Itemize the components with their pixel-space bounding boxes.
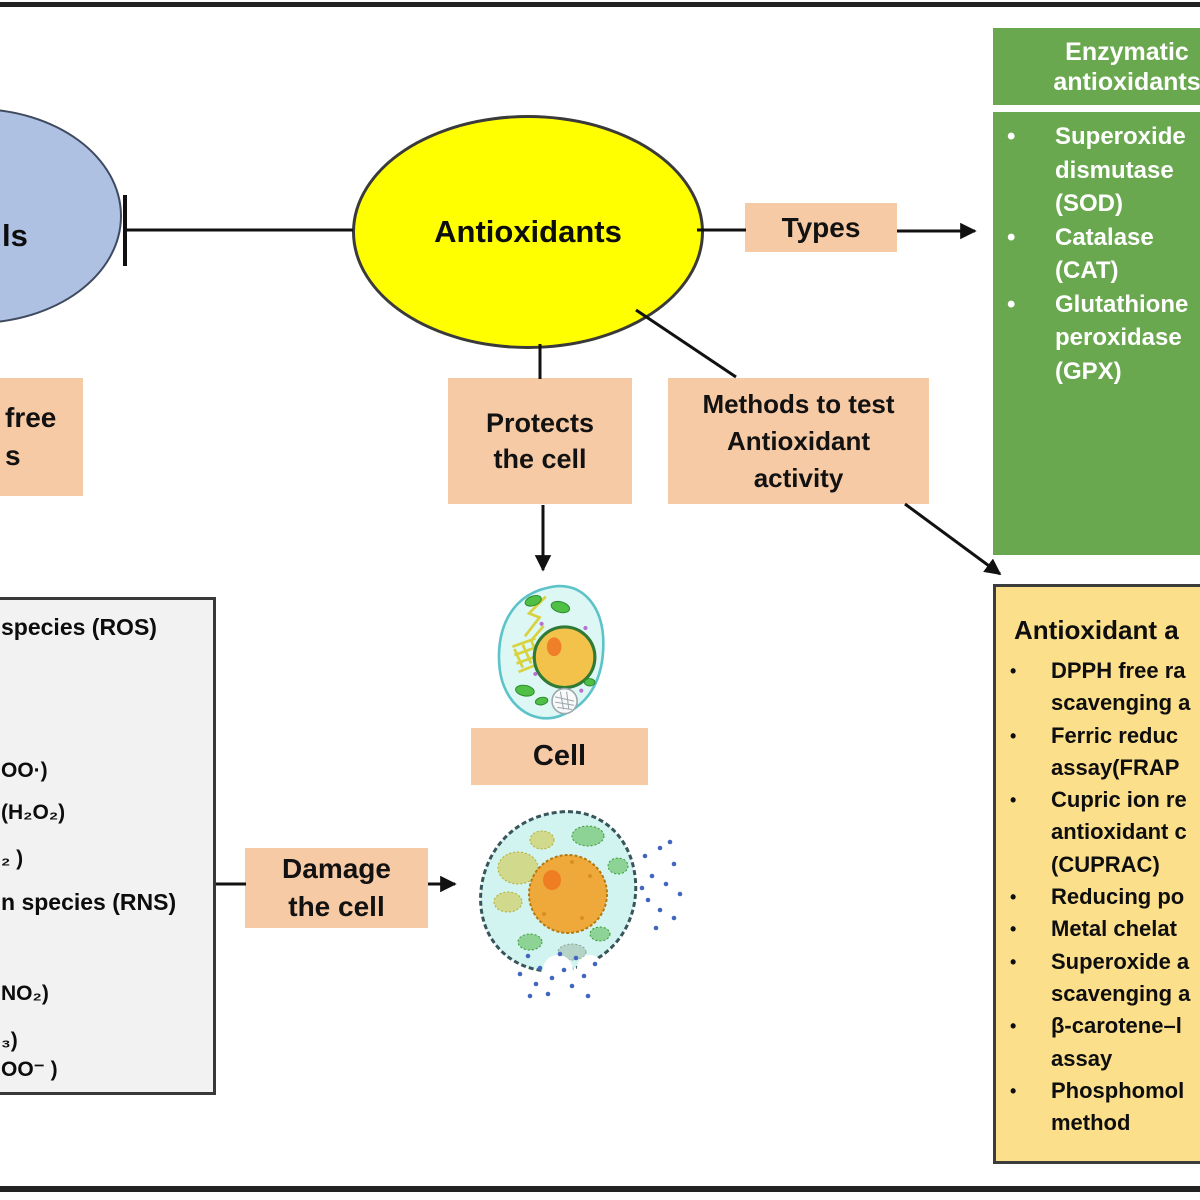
reactive-species-box <box>0 597 216 1095</box>
assay-item: antioxidant c <box>1051 819 1187 845</box>
damaged-nucleus <box>528 854 608 934</box>
cell-label: Cell <box>532 740 587 772</box>
assay-item: DPPH free ra <box>996 655 1200 688</box>
protects-line: Protects <box>485 408 595 438</box>
assay-item: β-carotene–l <box>996 1010 1200 1043</box>
damaged-organelles-yellow <box>493 830 555 913</box>
types-label: Types <box>781 211 861 243</box>
assays-title: Antioxidant a <box>1014 615 1179 645</box>
ros-item-fragment: ₂ ) <box>1 847 24 870</box>
assay-item: scavenging a <box>1051 690 1191 716</box>
enzymatic-item: (CAT) <box>1055 257 1119 284</box>
assays-list: DPPH free ra scavenging a Ferric reduc a… <box>996 655 1200 1139</box>
damaged-cell-illustration <box>479 810 683 999</box>
free-box-line: s <box>5 440 21 471</box>
enzymatic-item: (GPX) <box>1055 357 1122 385</box>
rns-header-fragment: n species (RNS) <box>1 889 177 915</box>
nucleolus <box>546 637 562 657</box>
rns-item-fragment: OO⁻ ) <box>1 1058 58 1081</box>
nucleus-speckles <box>542 860 592 920</box>
mitochondria <box>515 595 596 706</box>
golgi-hatch <box>555 691 575 710</box>
enzymatic-item: peroxidase <box>1055 324 1182 351</box>
types-box: Types <box>745 203 897 252</box>
antioxidants-label: Antioxidants <box>434 214 622 249</box>
antioxidants-ellipse: Antioxidants <box>352 115 704 349</box>
enzymatic-antioxidants-list: Superoxide dismutase (SOD) Catalase (CAT… <box>993 112 1200 555</box>
assay-item: Reducing po <box>996 881 1200 914</box>
enzymatic-antioxidants-header: Enzymatic antioxidants <box>993 28 1200 105</box>
assay-item: assay <box>1051 1045 1113 1071</box>
free-box-line: free <box>5 402 57 433</box>
antioxidant-assays-box: Antioxidant a DPPH free ra scavenging a … <box>993 584 1200 1164</box>
assay-item: Ferric reduc <box>996 720 1200 753</box>
enzymatic-item: Superoxide <box>993 120 1200 154</box>
rns-item-fragment: NO₂) <box>1 982 49 1005</box>
leaking-particles <box>517 839 683 999</box>
assay-item: Superoxide a <box>996 946 1200 979</box>
methods-to-test-box: Methods to test Antioxidant activity <box>668 378 929 504</box>
free-radicals-ellipse <box>0 108 122 324</box>
figure-top-border <box>0 2 1200 7</box>
rns-item-fragment: ₃) <box>1 1029 18 1052</box>
free-radicals-ellipse-label: ls <box>2 218 28 253</box>
free-radicals-types-box <box>0 378 83 496</box>
enzymatic-item: Glutathione <box>993 288 1200 322</box>
methods-line: activity <box>753 462 844 493</box>
cell-label-box: Cell <box>471 728 648 785</box>
protects-line: the cell <box>493 444 587 474</box>
enzymatic-header-label: Enzymatic antioxidants <box>1053 37 1200 96</box>
damage-line: Damage <box>282 853 391 884</box>
damage-cell-box: Damage the cell <box>245 848 428 928</box>
vesicles <box>533 621 588 693</box>
damaged-nucleolus <box>543 870 561 890</box>
ellipse-to-methods-line <box>635 308 737 379</box>
assay-item: (CUPRAC) <box>1051 851 1160 877</box>
assay-item: Metal chelat <box>996 913 1200 946</box>
methods-to-assays-arrow <box>904 502 1002 576</box>
damage-line: the cell <box>288 891 385 922</box>
ros-item-fragment: OO·) <box>1 759 48 782</box>
healthy-cell-illustration <box>497 584 605 720</box>
methods-line: Methods to test <box>702 388 895 419</box>
ros-item-fragment: (H₂O₂) <box>1 801 66 824</box>
protects-cell-box: Protects the cell <box>448 378 632 504</box>
ros-header-fragment: species (ROS) <box>1 614 157 640</box>
methods-line: Antioxidant <box>727 425 870 456</box>
assay-item: scavenging a <box>1051 980 1191 1006</box>
figure-bottom-border <box>0 1186 1200 1192</box>
enzymatic-item: dismutase <box>1055 156 1174 184</box>
assay-item: Cupric ion re <box>996 784 1200 817</box>
enzymatic-item: Catalase <box>993 221 1200 255</box>
enzymatic-item: (SOD) <box>1055 190 1123 217</box>
damaged-organelles-green <box>517 825 629 961</box>
assay-item: method <box>1051 1110 1131 1136</box>
assay-item: Phosphomol <box>996 1075 1200 1108</box>
nucleus <box>532 625 597 690</box>
assay-item: assay(FRAP <box>1051 754 1180 780</box>
